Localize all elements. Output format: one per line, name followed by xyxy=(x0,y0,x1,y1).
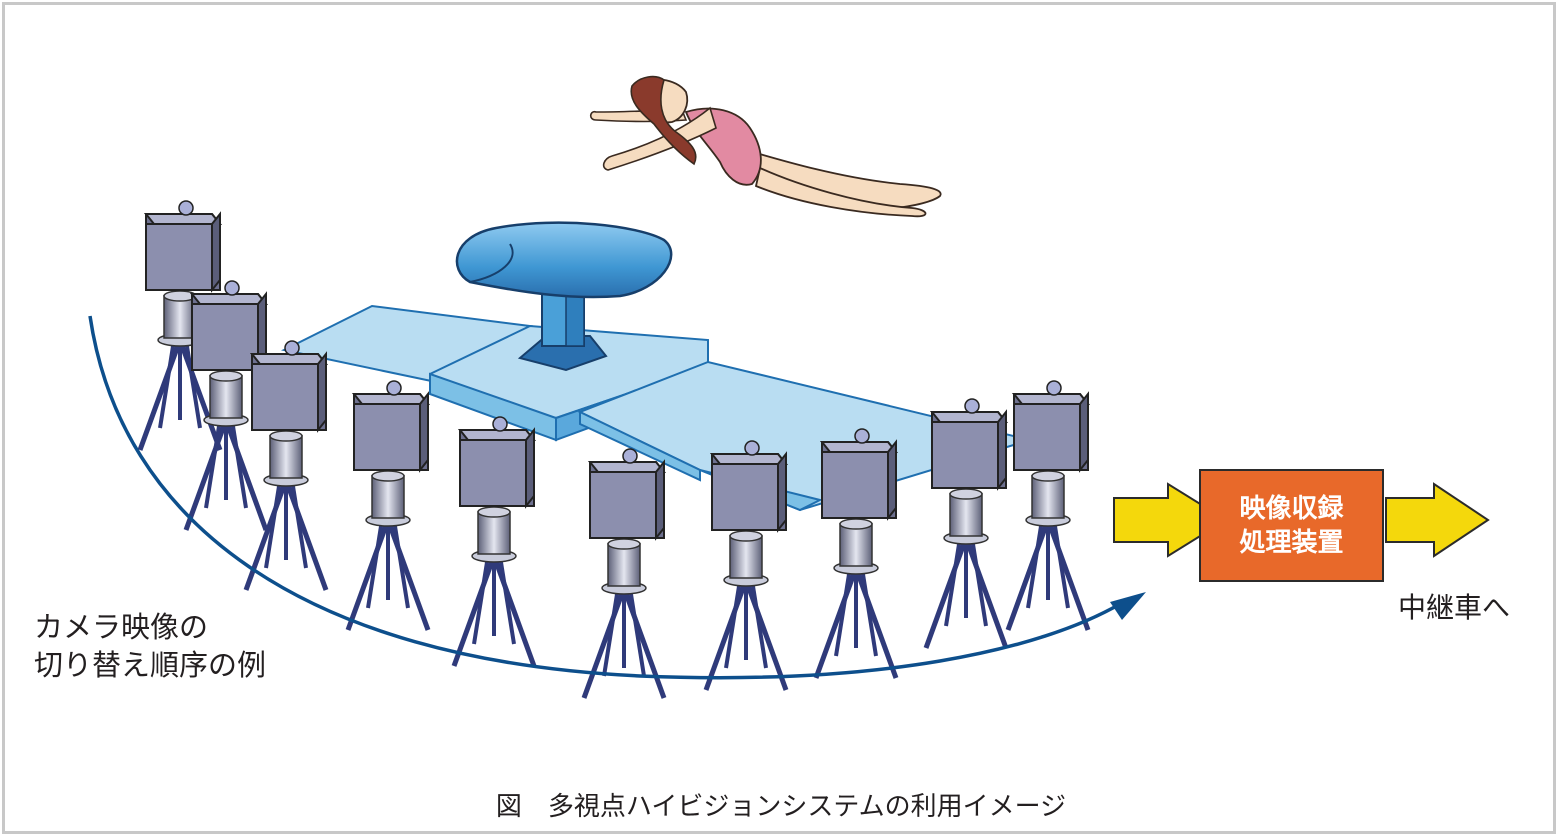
curve-arrowhead xyxy=(1110,592,1146,620)
switch-order-label: カメラ映像の 切り替え順序の例 xyxy=(34,608,266,684)
processing-unit-box: 映像収録 処理装置 xyxy=(1199,469,1384,582)
switching-order-arrow xyxy=(88,315,1121,680)
destination-label: 中継車へ xyxy=(1398,591,1511,624)
yellow-input-arrow xyxy=(1113,482,1228,558)
floor-mats xyxy=(280,304,1034,512)
switch-label-line-2: 切り替え順序の例 xyxy=(34,648,267,682)
gymnast-icon xyxy=(589,75,942,218)
switch-label-line-1: カメラ映像の xyxy=(34,610,209,644)
yellow-output-arrow xyxy=(1385,482,1490,558)
pommel-horse-icon xyxy=(455,221,673,372)
processor-line-2: 処理装置 xyxy=(1239,527,1344,558)
processor-line-1: 映像収録 xyxy=(1239,493,1344,524)
figure-caption: 図 多視点ハイビジョンシステムの利用イメージ xyxy=(495,792,1067,822)
